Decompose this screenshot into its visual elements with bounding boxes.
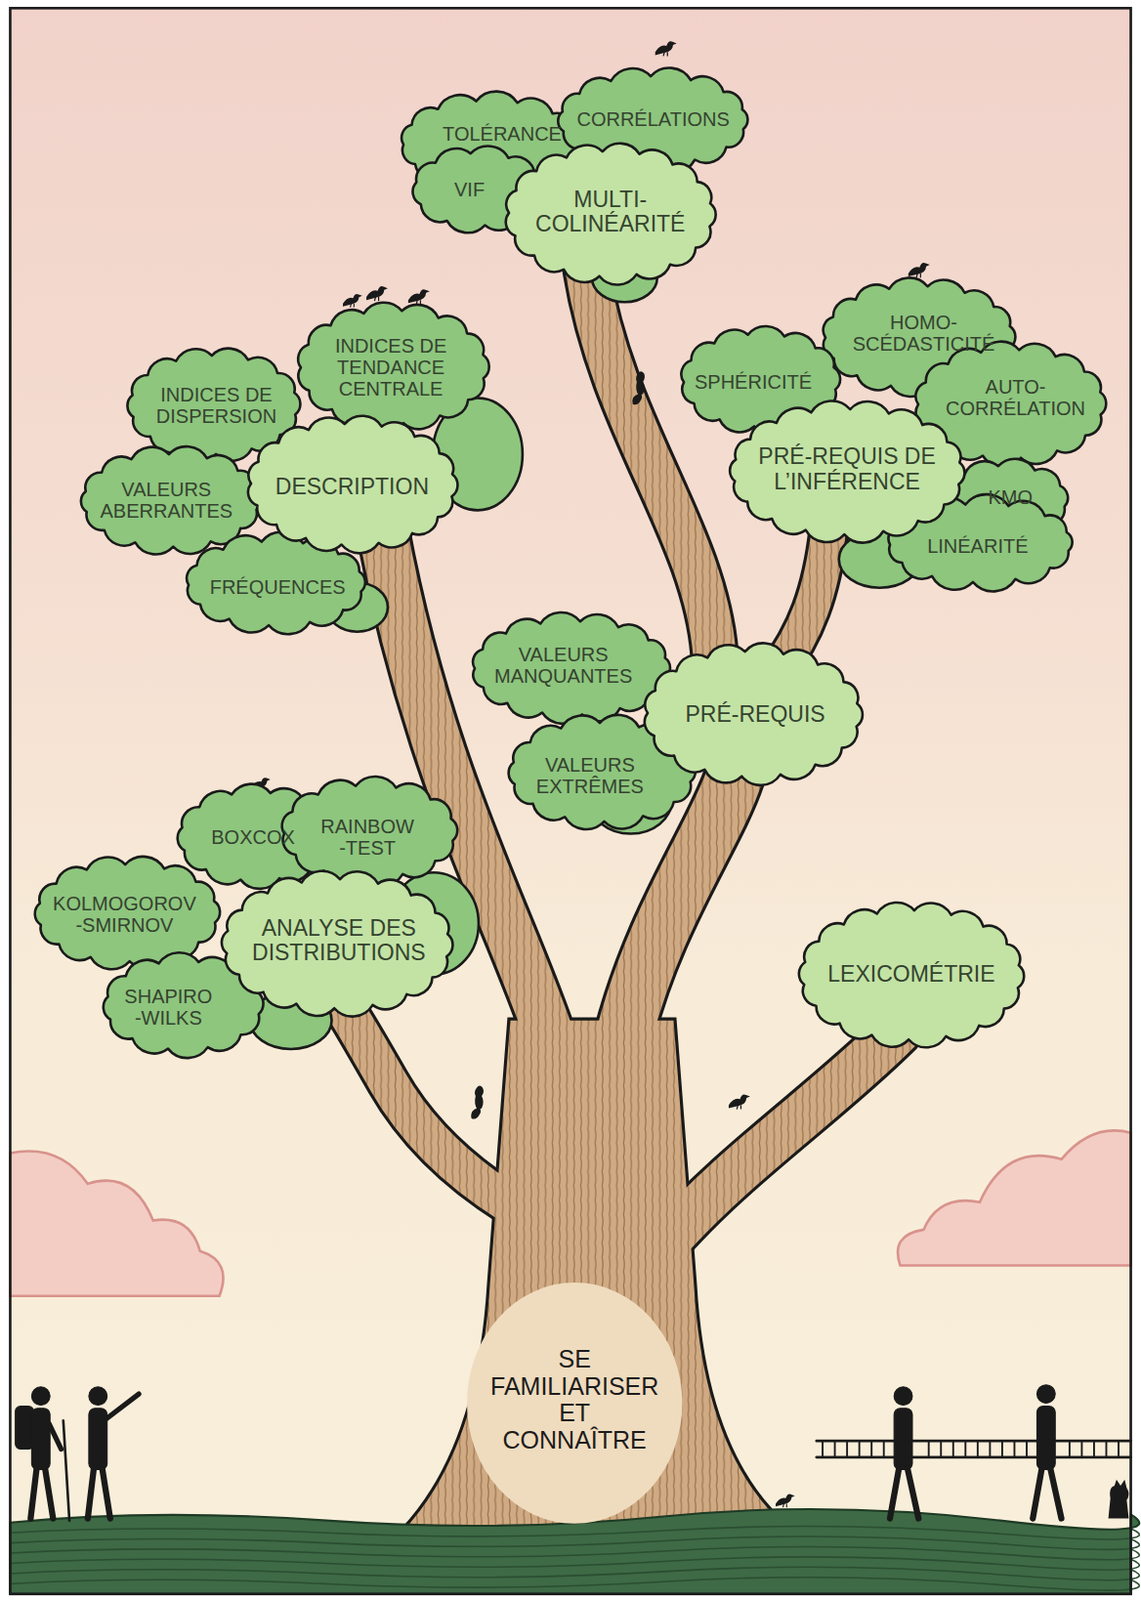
label-stack: INDICES DE DISPERSION <box>156 383 277 427</box>
cloud-label: INDICES DE TENDANCE CENTRALE <box>323 335 459 400</box>
cloud-label: SPHÉRICITÉ <box>694 371 812 393</box>
cloud-label: HOMO- SCÉDASTICITÉ <box>852 311 996 355</box>
topic-cloud: FRÉQUENCES <box>181 534 370 633</box>
label-stack: AUTO- CORRÉLATION <box>945 376 1086 420</box>
cloud-path <box>248 416 458 554</box>
label-stack: RAINBOW -TEST <box>320 815 415 859</box>
cloud-label: MULTI- COLINÉARITÉ <box>535 187 685 238</box>
cloud-label: LEXICOMÉTRIE <box>827 962 995 987</box>
label-stack: VALEURS ABERRANTES <box>99 478 233 522</box>
cloud-label: RAINBOW -TEST <box>320 815 415 859</box>
cloud-path <box>644 643 863 786</box>
label-stack: INDICES DE TENDANCE CENTRALE <box>323 335 459 400</box>
branch-cloud: LEXICOMÉTRIE <box>796 903 1027 1047</box>
cloud-path <box>799 902 1024 1048</box>
cloud-label: CORRÉLATIONS <box>576 108 729 130</box>
topic-cloud: RAINBOW -TEST <box>277 778 462 886</box>
cloud-label: VALEURS MANQUANTES <box>494 643 633 687</box>
label-stack: SPHÉRICITÉ <box>694 371 812 393</box>
label-stack: SHAPIRO -WILKS <box>124 985 212 1029</box>
cloud-label: BOXCOX <box>211 826 296 848</box>
branch-cloud: ANALYSE DES DISTRIBUTIONS <box>218 872 456 1015</box>
cloud-label: VIF <box>454 178 485 201</box>
cloud-path <box>729 400 965 543</box>
cloud-label: FRÉQUENCES <box>210 576 346 598</box>
cloud-label: TOLÉRANCE <box>442 123 562 145</box>
branch-cloud: MULTI- COLINÉARITÉ <box>502 144 719 284</box>
label-stack: LEXICOMÉTRIE <box>827 962 995 987</box>
label-stack: MULTI- COLINÉARITÉ <box>535 187 685 238</box>
cloud-path <box>35 856 220 970</box>
label-stack: FRÉQUENCES <box>210 576 346 598</box>
cloud-label: DESCRIPTION <box>275 474 429 500</box>
label-stack: KMO <box>987 486 1033 508</box>
cloud-path <box>282 776 459 887</box>
branch-cloud: DESCRIPTION <box>244 417 461 552</box>
topic-cloud: KOLMOGOROV -SMIRNOV <box>31 857 224 969</box>
cloud-label: INDICES DE DISPERSION <box>156 383 277 427</box>
cloud-label: KMO <box>987 486 1033 508</box>
cloud-path <box>221 871 453 1017</box>
branch-cloud: PRÉ-REQUIS DE L’INFÉRENCE <box>726 402 969 542</box>
trunk-label: SE FAMILIARISER ET CONNAÎTRE <box>490 1346 659 1454</box>
label-stack: BOXCOX <box>211 826 296 848</box>
cloud-label: AUTO- CORRÉLATION <box>945 376 1086 420</box>
cloud-label: PRÉ-REQUIS DE L’INFÉRENCE <box>751 444 943 495</box>
cloud-label: ANALYSE DES DISTRIBUTIONS <box>252 916 426 967</box>
trunk-patch-fill <box>466 1282 682 1524</box>
label-stack: ANALYSE DES DISTRIBUTIONS <box>252 916 426 967</box>
cloud-label: PRÉ-REQUIS <box>685 702 826 727</box>
label-stack: DESCRIPTION <box>275 474 429 500</box>
label-stack: PRÉ-REQUIS <box>685 702 826 727</box>
label-stack: SE FAMILIARISER ET CONNAÎTRE <box>490 1346 659 1454</box>
cloud-label: KOLMOGOROV -SMIRNOV <box>52 892 197 936</box>
branch-cloud: PRÉ-REQUIS <box>640 644 866 784</box>
cloud-label: VALEURS ABERRANTES <box>99 478 233 522</box>
cloud-path <box>506 143 717 286</box>
label-stack: VALEURS MANQUANTES <box>494 643 633 687</box>
label-stack: VIF <box>454 178 485 201</box>
cloud-label: SHAPIRO -WILKS <box>124 985 212 1029</box>
label-stack: LINÉARITÉ <box>927 535 1028 557</box>
trunk-patch: SE FAMILIARISER ET CONNAÎTRE <box>466 1282 682 1524</box>
label-stack: CORRÉLATIONS <box>576 108 729 130</box>
label-stack: KOLMOGOROV -SMIRNOV <box>52 892 197 936</box>
cloud-label: VALEURS EXTRÊMES <box>536 754 644 798</box>
topic-cloud: INDICES DE TENDANCE CENTRALE <box>294 303 493 431</box>
topic-cloud: VALEURS MANQUANTES <box>467 614 675 722</box>
cloud-path <box>473 612 672 724</box>
label-stack: HOMO- SCÉDASTICITÉ <box>852 311 996 355</box>
label-stack: PRÉ-REQUIS DE L’INFÉRENCE <box>751 444 943 495</box>
cloud-path <box>297 302 490 432</box>
label-stack: TOLÉRANCE <box>442 123 562 145</box>
label-stack: VALEURS EXTRÊMES <box>536 754 644 798</box>
cloud-label: LINÉARITÉ <box>927 535 1028 557</box>
